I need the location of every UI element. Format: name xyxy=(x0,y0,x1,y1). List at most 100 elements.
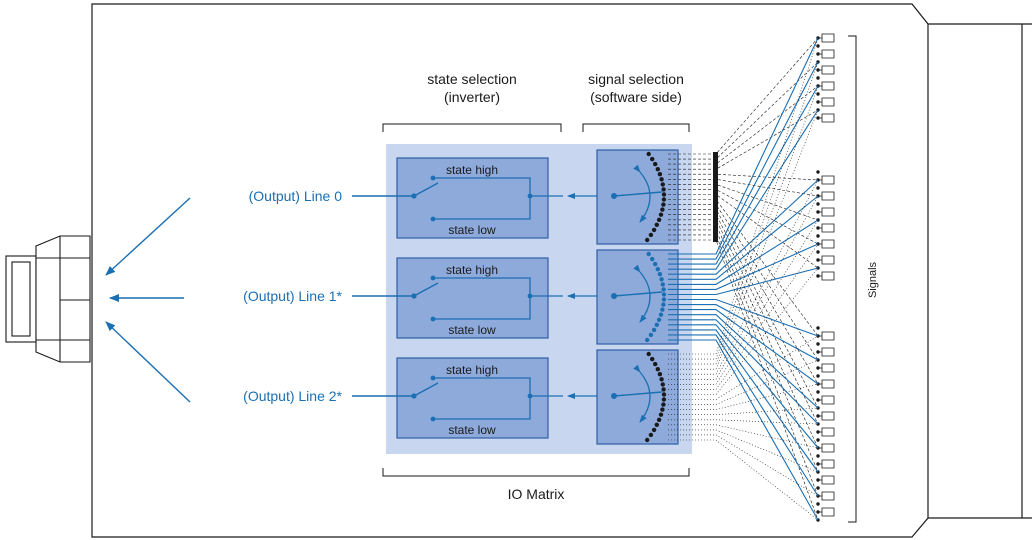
inverter-box xyxy=(396,357,549,439)
signal-end-dot xyxy=(816,438,820,442)
signal-end-dot xyxy=(816,502,820,506)
signal-end-dot xyxy=(816,52,820,56)
state-low-label: state low xyxy=(448,223,496,237)
signal-wire xyxy=(668,383,819,410)
contact-dot xyxy=(657,272,663,277)
selector-contacts xyxy=(645,251,667,343)
signal-end-dot xyxy=(816,100,820,104)
contact-dot xyxy=(648,432,654,438)
contact-dot xyxy=(655,367,660,372)
signal-wire xyxy=(668,334,819,497)
signal-wire xyxy=(668,109,819,370)
contact-dot xyxy=(645,237,650,243)
selector-contacts xyxy=(645,151,667,243)
signal-wire xyxy=(668,319,819,425)
signal-end-dot xyxy=(816,478,820,482)
output-arrow-2 xyxy=(105,321,191,403)
contact-dot xyxy=(661,402,666,407)
selector-arc-arrow xyxy=(633,364,651,423)
state-high-node xyxy=(430,275,436,281)
signal-terminal xyxy=(818,207,835,217)
contact-dot xyxy=(656,217,662,222)
signals-label: Signals xyxy=(867,261,879,298)
contact-dot xyxy=(655,167,660,172)
signal-terminals xyxy=(816,33,835,522)
inverter-box xyxy=(396,257,549,339)
signal-terminal xyxy=(818,411,835,421)
state-selection-bracket xyxy=(382,123,562,132)
signal-terminal xyxy=(818,427,835,437)
state-low-rail xyxy=(433,396,531,420)
io-matrix-label: IO Matrix xyxy=(508,486,565,502)
signal-end-dot xyxy=(816,366,820,370)
contact-dot xyxy=(645,337,650,343)
contact-dot xyxy=(659,277,664,282)
signal-end-dot xyxy=(816,390,820,394)
io-matrix-bracket xyxy=(382,468,690,477)
signal-wire xyxy=(668,85,819,365)
contact-dot xyxy=(660,307,665,312)
signal-wire xyxy=(668,419,819,425)
signal-wire xyxy=(668,219,819,385)
signal-terminal xyxy=(818,33,835,43)
signal-terminal xyxy=(818,491,835,501)
state-high-node xyxy=(430,375,436,381)
signal-wire xyxy=(668,195,819,380)
contact-dot xyxy=(657,172,663,177)
signal-wire xyxy=(668,267,819,395)
state-low-rail xyxy=(433,196,531,220)
signal-end-dot xyxy=(816,250,820,254)
signal-terminal xyxy=(818,507,835,517)
signal-end-dot xyxy=(816,210,820,214)
contact-dot xyxy=(646,351,651,357)
output-line-label-1: (Output) Line 1* xyxy=(243,288,342,304)
signal-terminal xyxy=(818,271,835,281)
signal-terminal xyxy=(818,191,835,201)
signal-end-dot xyxy=(816,486,820,490)
signal-wire xyxy=(668,439,819,521)
signal-terminal xyxy=(818,363,835,373)
signal-terminal xyxy=(818,331,835,341)
inverter-switch xyxy=(413,182,439,197)
contact-dot xyxy=(653,261,658,267)
contact-dot xyxy=(658,212,664,217)
signal-end-dot xyxy=(816,202,820,206)
state-low-rail xyxy=(433,296,531,320)
contact-dot xyxy=(660,382,665,387)
signal-terminal xyxy=(818,395,835,405)
contact-dot xyxy=(658,312,664,317)
device-side-panel xyxy=(928,23,1032,519)
signal-selection-title: signal selection xyxy=(588,71,684,87)
state-high-rail xyxy=(433,177,531,196)
signal-wire xyxy=(668,359,819,405)
signal-wire xyxy=(668,407,819,415)
signal-wire xyxy=(668,434,819,497)
state-low-node xyxy=(430,216,436,222)
contact-dot xyxy=(659,177,664,182)
signal-wire xyxy=(668,179,819,275)
contact-dot xyxy=(650,256,655,262)
signal-selector-box xyxy=(596,349,679,445)
contact-dot xyxy=(651,227,657,233)
signal-wire xyxy=(668,267,819,296)
contact-dot xyxy=(646,151,651,157)
signal-wire xyxy=(668,424,819,449)
state-selection-title: state selection xyxy=(427,71,517,87)
contact-dot xyxy=(657,372,663,377)
signal-end-dot xyxy=(816,510,820,514)
signal-end-dot xyxy=(816,186,820,190)
bus-bar xyxy=(713,152,718,242)
contact-dot xyxy=(658,412,664,417)
contact-dot xyxy=(660,282,665,287)
contact-dot xyxy=(661,187,666,192)
contact-dot xyxy=(656,417,662,422)
signal-terminal xyxy=(818,239,835,249)
signal-terminal xyxy=(818,81,835,91)
inverter-switch xyxy=(413,382,439,397)
signal-terminal xyxy=(818,175,835,185)
signal-wire xyxy=(668,85,819,265)
signal-end-dot xyxy=(816,342,820,346)
signal-end-dot xyxy=(816,92,820,96)
